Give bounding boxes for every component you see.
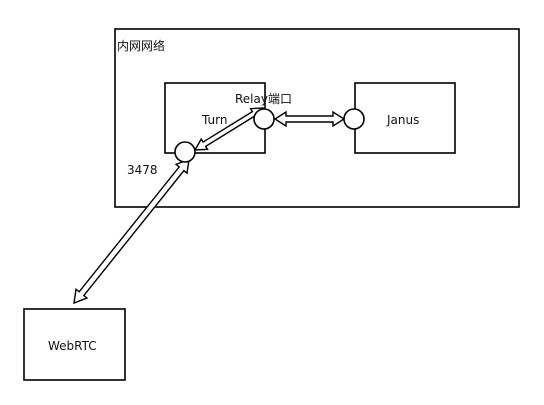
intranet-network-box <box>114 28 520 208</box>
relay-port-circle <box>253 108 275 130</box>
janus-server-label: Janus <box>386 113 419 127</box>
webrtc-to-port-arrow <box>73 158 190 305</box>
intranet-network-label: 内网网络 <box>117 38 165 53</box>
port-3478-label: 3478 <box>127 163 158 177</box>
janus-port-circle <box>343 108 365 130</box>
port-to-relay-arrow <box>193 107 265 151</box>
janus-server-box <box>354 82 456 154</box>
turn-server-label: Turn <box>201 113 227 127</box>
relay-port-label: Relay端口 <box>235 92 292 106</box>
webrtc-client-label: WebRTC <box>48 339 97 353</box>
port-3478-circle <box>174 141 196 163</box>
relay-to-janus-arrow <box>273 110 346 128</box>
webrtc-client-box <box>23 308 126 381</box>
